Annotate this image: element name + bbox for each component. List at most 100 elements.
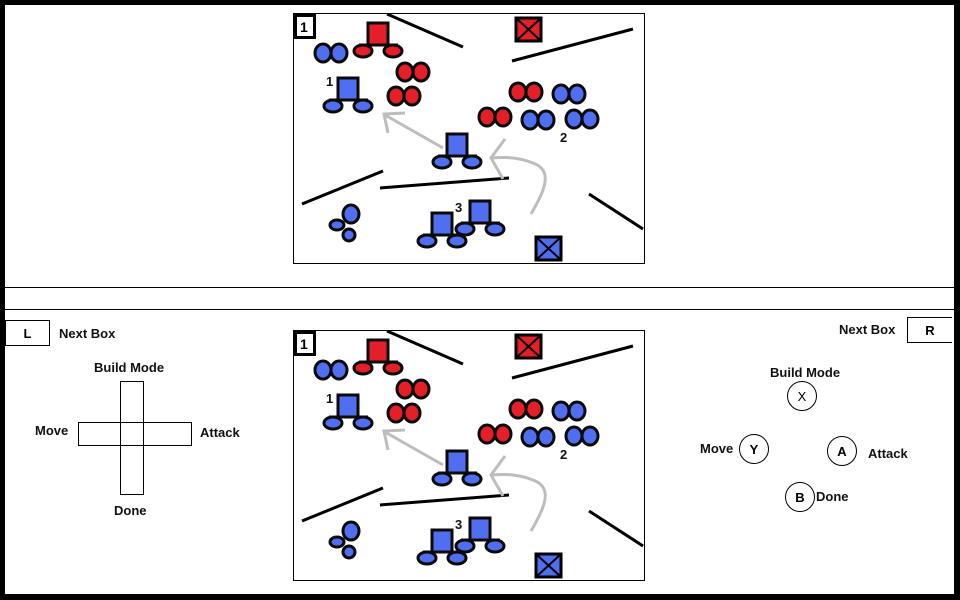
enemy-builder-left-pod bbox=[352, 360, 374, 376]
red-pair-1-a bbox=[395, 61, 415, 83]
divider-line-bottom bbox=[5, 309, 954, 310]
a-button[interactable]: A bbox=[827, 436, 857, 466]
unit-label-1: 1 bbox=[326, 391, 333, 406]
blue-pair-3-b bbox=[580, 425, 600, 447]
enemy-crate-cross bbox=[515, 17, 542, 42]
dpad-horizontal[interactable] bbox=[78, 422, 192, 446]
blue-unit-3b-right-pod bbox=[484, 221, 506, 237]
blue-small-2 bbox=[328, 535, 346, 549]
blue-unit-1-right-pod bbox=[352, 415, 374, 431]
blue-pair-top-left-b bbox=[329, 42, 349, 64]
dpad-right-label: Attack bbox=[200, 425, 240, 440]
wall-lower-right bbox=[588, 192, 644, 231]
dpad-down-label: Done bbox=[114, 503, 147, 518]
arrow-2-head bbox=[489, 138, 507, 180]
blue-unit-3b-body bbox=[468, 516, 492, 542]
wall-upper-right bbox=[511, 344, 634, 380]
dpad-vertical[interactable] bbox=[120, 381, 144, 495]
blue-unit-3a-body bbox=[430, 528, 454, 554]
arrow-1-head bbox=[382, 111, 406, 134]
blue-unit-center-left-pod bbox=[431, 471, 453, 487]
red-pair-3-a bbox=[508, 398, 528, 420]
blue-unit-1-body bbox=[336, 393, 360, 419]
step-badge: 1 bbox=[300, 336, 308, 352]
blue-unit-3a-body bbox=[430, 211, 454, 237]
blue-pair-1-a bbox=[551, 83, 571, 105]
step-badge: 1 bbox=[300, 19, 308, 35]
red-pair-2-a bbox=[386, 85, 406, 107]
blue-unit-center-body bbox=[445, 449, 469, 475]
red-pair-4-b bbox=[493, 423, 513, 445]
enemy-builder-body bbox=[366, 338, 390, 364]
arrow-2-shaft bbox=[491, 473, 547, 532]
red-pair-4-a bbox=[477, 423, 497, 445]
arrow-2-head bbox=[489, 455, 507, 497]
blue-unit-3a-right-pod bbox=[446, 550, 468, 566]
blue-small-3 bbox=[341, 544, 357, 560]
blue-unit-center-body bbox=[445, 132, 469, 158]
step-badge-box bbox=[294, 14, 316, 39]
blue-small-1 bbox=[341, 520, 361, 542]
b-button[interactable]: B bbox=[785, 482, 815, 512]
player-crate-cross bbox=[535, 553, 562, 578]
wall-center bbox=[379, 176, 510, 190]
red-pair-1-a bbox=[395, 378, 415, 400]
unit-label-3: 3 bbox=[455, 200, 462, 215]
y-button[interactable]: Y bbox=[739, 434, 769, 464]
wall-top bbox=[386, 13, 464, 49]
blue-unit-3b-right-pod bbox=[484, 538, 506, 554]
enemy-builder-right-pod bbox=[382, 360, 404, 376]
arrow-2-shaft bbox=[491, 156, 547, 215]
x-button[interactable]: X bbox=[787, 381, 817, 411]
dpad-left-label: Move bbox=[35, 423, 69, 438]
l-shoulder-button[interactable]: L bbox=[5, 320, 50, 346]
blue-pair-2-b bbox=[536, 426, 556, 448]
blue-unit-center-right-pod bbox=[461, 471, 483, 487]
blue-unit-center-left-pod bbox=[431, 154, 453, 170]
red-pair-4-a bbox=[477, 106, 497, 128]
enemy-builder-left-pod bbox=[352, 43, 374, 59]
blue-pair-1-a bbox=[551, 400, 571, 422]
red-pair-2-b bbox=[402, 85, 422, 107]
blue-pair-top-left-a bbox=[313, 42, 333, 64]
arrow-1-shaft bbox=[384, 113, 444, 150]
enemy-builder-right-pod bbox=[382, 43, 404, 59]
red-pair-4-b bbox=[493, 106, 513, 128]
blue-unit-3a-right-pod bbox=[446, 233, 468, 249]
wall-lower-left bbox=[301, 169, 384, 206]
wall-top bbox=[386, 330, 464, 366]
unit-label-2: 2 bbox=[560, 447, 567, 462]
l-shoulder-label: Next Box bbox=[59, 326, 116, 341]
blue-unit-3a-left-pod bbox=[416, 550, 438, 566]
blue-pair-3-a bbox=[564, 425, 584, 447]
player-crate-cross bbox=[535, 236, 562, 261]
blue-pair-2-a bbox=[520, 109, 540, 131]
wall-lower-right bbox=[588, 509, 644, 548]
unit-label-2: 2 bbox=[560, 130, 567, 145]
red-pair-1-b bbox=[411, 61, 431, 83]
enemy-crate-cross bbox=[515, 334, 542, 359]
blue-pair-top-left-a bbox=[313, 359, 333, 381]
blue-unit-1-left-pod bbox=[322, 98, 344, 114]
wall-lower-left bbox=[301, 486, 384, 523]
blue-unit-1-body bbox=[336, 76, 360, 102]
blue-pair-2-a bbox=[520, 426, 540, 448]
blue-unit-3b-left-pod bbox=[454, 538, 476, 554]
r-shoulder-button[interactable]: R bbox=[907, 317, 952, 343]
wall-center bbox=[379, 493, 510, 507]
blue-small-3 bbox=[341, 227, 357, 243]
dpad-up-label: Build Mode bbox=[94, 360, 165, 375]
x-button-label: Build Mode bbox=[770, 365, 841, 380]
blue-small-2 bbox=[328, 218, 346, 232]
red-pair-3-b bbox=[524, 81, 544, 103]
divider-line-top bbox=[5, 287, 954, 288]
blue-unit-3b-body bbox=[468, 199, 492, 225]
blue-pair-3-a bbox=[564, 108, 584, 130]
blue-pair-1-b bbox=[567, 400, 587, 422]
r-shoulder-label: Next Box bbox=[839, 322, 896, 337]
blue-small-1 bbox=[341, 203, 361, 225]
